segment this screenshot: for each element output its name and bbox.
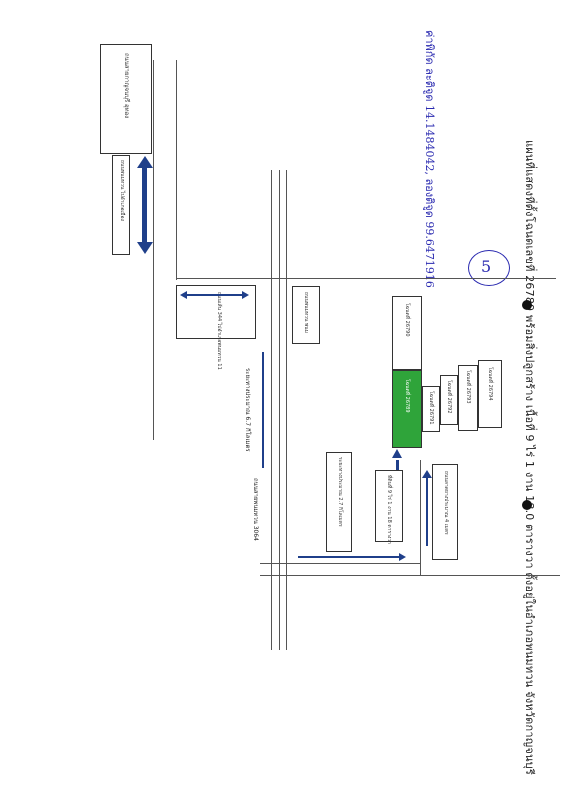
arrow-bottom-head: [399, 553, 406, 561]
arrow-right-head: [422, 470, 432, 478]
coordinates-handwritten: ค่าพิกัด ละติจูด 14.1484042, ลองติจูด 99…: [423, 30, 436, 288]
box-road-right: ถนนลาดยางประมาณ 4 เมตร: [432, 464, 458, 560]
distance-b-label: ระยะทางประมาณ 2.7 กิโลเมตร: [337, 457, 343, 527]
arrow-lower-left-head-l: [180, 291, 187, 299]
redaction-1: [522, 300, 532, 310]
plot-2: โฉนดที่ 26791: [422, 386, 440, 432]
road-horizontal-top: [176, 278, 556, 279]
redaction-2: [522, 500, 532, 510]
arrow-left-head-down: [137, 242, 153, 254]
page-stamp: 5: [468, 250, 510, 286]
box-road-top-left-label: ถนนสายกาญจนบุรี อุทอง: [123, 53, 130, 119]
arrow-lower-left-head-r: [242, 291, 249, 299]
distance-a-label: ระยะทางประมาณ 6.7 กิโลเมตร: [244, 368, 251, 452]
road-center-line-3: [286, 170, 287, 650]
map-title: แผนที่แสดงที่ตั้งโฉนดเลขที่ 26789 พร้อมส…: [523, 140, 536, 775]
box-central-road-label: ถนนพนมทวน พนม: [303, 292, 309, 333]
box-subject-land: ที่ดินที่ 9 ไร่ 1 งาน 18 ตารางวา: [375, 470, 403, 544]
plot-top-label: โฉนดที่ 26790: [404, 303, 410, 337]
box-central-road: ถนนพนมทวน พนม: [292, 286, 320, 344]
road-right-line: [420, 460, 421, 575]
box-arrow-left-label: ถนนพนมทวน ไปอำเภอเมือง: [119, 160, 125, 221]
arrow-right-shaft: [426, 478, 428, 546]
road-left-line-2: [176, 60, 177, 280]
road-center-line-2: [279, 170, 280, 650]
plot-4-label: โฉนดที่ 26793: [465, 370, 471, 404]
plot-subject-label: โฉนดที่ 26789: [404, 379, 410, 413]
arrow-left-shaft: [142, 168, 147, 242]
plot-3: โฉนดที่ 26792: [440, 375, 458, 425]
road-center-line-1: [271, 170, 272, 650]
plot-5-label: โฉนดที่ 26794: [487, 367, 493, 401]
box-distance-b: ระยะทางประมาณ 2.7 กิโลเมตร: [326, 452, 352, 552]
arrow-subject-head: [392, 449, 402, 458]
box-arrow-left: ถนนพนมทวน ไปอำเภอเมือง: [112, 155, 130, 255]
plot-4: โฉนดที่ 26793: [458, 365, 478, 431]
subject-land-label: ที่ดินที่ 9 ไร่ 1 งาน 18 ตารางวา: [386, 475, 392, 544]
box-road-top-left: ถนนสายกาญจนบุรี อุทอง: [100, 44, 152, 154]
road-horizontal-bottom: [260, 575, 560, 576]
arrow-bottom-shaft: [298, 556, 400, 558]
plot-2-label: โฉนดที่ 26791: [428, 391, 434, 425]
intersection-label: ถนนสายพนมทวน 3064: [252, 478, 259, 541]
road-horizontal-bottom-2: [260, 563, 420, 564]
box-lower-left-label: ถนนเส้น 344 ไปอำเภอพนมทวน 11: [216, 292, 222, 370]
plot-5: โฉนดที่ 26794: [478, 360, 502, 428]
arrow-subject-shaft: [396, 460, 399, 470]
plot-3-label: โฉนดที่ 26792: [446, 380, 452, 414]
plot-subject: โฉนดที่ 26789: [392, 370, 422, 448]
distance-a-line: [262, 352, 264, 468]
road-right-label: ถนนลาดยางประมาณ 4 เมตร: [443, 471, 449, 535]
arrow-left-head-up: [137, 156, 153, 168]
road-left-line-1: [153, 60, 154, 440]
page-stamp-number: 5: [481, 257, 492, 276]
arrow-lower-left-shaft: [186, 294, 242, 296]
plot-top: โฉนดที่ 26790: [392, 296, 422, 370]
